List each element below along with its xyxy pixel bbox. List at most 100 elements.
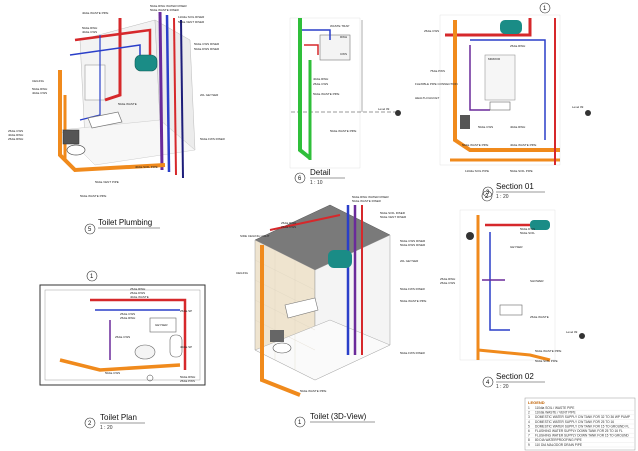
basin-section (319, 34, 351, 61)
view-scale: 1 : 20 (100, 425, 113, 431)
label: 50dia CWS RISER (400, 239, 426, 243)
view-number-badge (84, 417, 96, 429)
view-scale: 1 : 20 (496, 194, 509, 200)
label: 50dia WASTE PIPE (462, 143, 488, 147)
label: 50dia WASTE RISER (150, 8, 180, 12)
legend-row-text: DOMESTIC WATER SUPPLY CW TANK FOR 32 TO … (535, 415, 630, 419)
label: 50dia WASTE PIPE (80, 194, 106, 198)
view-number: 3 (486, 190, 490, 196)
legend-row-text: FLUSHING WATER SUPPLY DOWN TANK FOR 25 T… (535, 429, 623, 433)
label: SHOWER (530, 279, 544, 283)
section02-view: 2 50dia DWS 50dia SOIL GEYSER 25dia RWH … (440, 190, 585, 390)
view-title: Toilet Plumbing (98, 218, 152, 227)
toilet-plan-view: 1 25dia RWH 25dia DWS 40dia WASTE 25dia … (39, 270, 206, 431)
washbasin (134, 344, 156, 360)
label: MIRROR (488, 57, 501, 61)
washbasin (499, 304, 523, 316)
rwh-branch (269, 214, 341, 231)
view-scale: 1 : 20 (496, 384, 509, 390)
label: 25dia RWH (120, 316, 135, 320)
toilet-plumbing-view: 50dia RWH WATER RISER 50dia WASTE RISER … (8, 4, 226, 235)
label: 50dia SOIL PIPE (535, 359, 558, 363)
view-number: 5 (88, 227, 92, 233)
legend-row-number: 5 (528, 424, 530, 428)
washbasin (87, 111, 123, 129)
vent-riser (180, 19, 184, 179)
legend-row-number: 9 (528, 443, 530, 447)
waste-pipe (477, 348, 551, 362)
legend-row-number: 2 (528, 411, 530, 415)
view-number-badge (84, 223, 96, 235)
legend-row-text: 110dia WASTE / VENT PIPE (535, 411, 576, 415)
cws-drop (79, 35, 101, 121)
label: 40dia CWS (32, 91, 47, 95)
label: 20L GEYSER (400, 259, 419, 263)
legend-row-text: 80 DIA WATERPROOFING PIPE (535, 438, 582, 442)
label: 25dia RWH (8, 137, 23, 141)
waste-pipe (58, 70, 166, 173)
cws-pipe (470, 39, 546, 140)
label: 40dia RWH (8, 133, 23, 137)
legend-row-number: 4 (528, 420, 530, 424)
rwh-riser (173, 17, 177, 176)
label: 25dia CWS (313, 82, 328, 86)
view-number: 4 (486, 380, 490, 386)
label: 50dia SOIL PIPE (510, 169, 533, 173)
label: 25dia CWS (120, 312, 135, 316)
label: 50dia DWS RISER (400, 243, 426, 247)
view-number-badge (482, 376, 494, 388)
label: 25dia DWS (130, 291, 145, 295)
geyser (149, 317, 177, 333)
label: 50dia FWS RISER (200, 137, 226, 141)
section-marker-number: 2 (485, 194, 489, 200)
legend-row-text: DOMESTIC WATER SUPPLY CW TANK FOR 15 TO … (535, 424, 629, 428)
label: 50dia VENT PIPE (95, 180, 119, 184)
label: 50dia CWS (478, 125, 493, 129)
cws-riser (165, 14, 171, 173)
level-marker-icon (395, 110, 401, 116)
label: 110dia SOIL RISER (178, 15, 205, 19)
label: RWH (340, 35, 347, 39)
label: 50dia RWH (180, 375, 195, 379)
soil-riser (158, 11, 164, 171)
label: 50dia WASTE PIPE (313, 92, 339, 96)
label: CEILING (32, 79, 45, 83)
label: 25dia RWH (510, 44, 525, 48)
label: 25dia SP (180, 309, 192, 313)
legend-row-text: DOMESTIC WATER SUPPLY CW TANK FOR 25 TO … (535, 420, 614, 424)
rwh-pipe (104, 18, 122, 102)
label: Level 09 (566, 330, 578, 334)
view-title: Section 02 (496, 372, 534, 381)
label: 40dia SP (180, 345, 192, 349)
rwh-pipe (445, 18, 532, 37)
label: 50dia WASTE RISER (352, 199, 382, 203)
label: 50dia FWS RISER (400, 287, 426, 291)
legend-row-text: 110dia SOIL / WASTE PIPE (535, 406, 574, 410)
label: 50dia SOIL RISER (380, 211, 406, 215)
view-number-badge (294, 416, 306, 428)
level-marker-icon (579, 333, 585, 339)
label: GEYSER (510, 245, 523, 249)
label: 110dia SOIL PIPE (465, 169, 489, 173)
pws-pipe (469, 45, 490, 111)
cws-pipe (489, 232, 510, 331)
wc (169, 334, 183, 358)
geyser (328, 250, 352, 268)
view-title: Detail (310, 168, 331, 177)
view-number-badge (482, 186, 494, 198)
geyser (134, 54, 158, 72)
cws-detail (302, 29, 331, 40)
label: 50dia CWS RISER (194, 42, 220, 46)
washbasin (489, 101, 511, 111)
label: 50dia WASTE PIPE (300, 389, 326, 393)
label: 40dia WASTE PIPE (510, 143, 536, 147)
section01-view: 1 25dia CWS 25dia RWH MIRROR 75dia PWS F… (415, 2, 591, 200)
view-number: 1 (298, 420, 302, 426)
label: 25dia RWH (440, 277, 455, 281)
label: 50dia DWS (520, 227, 535, 231)
label: 50dia DWS RISER (194, 47, 220, 51)
wc-cistern (270, 330, 284, 342)
wc-bowl (66, 144, 86, 156)
label: 40dia WASTE (130, 295, 149, 299)
label: 25dia RWH (281, 221, 296, 225)
